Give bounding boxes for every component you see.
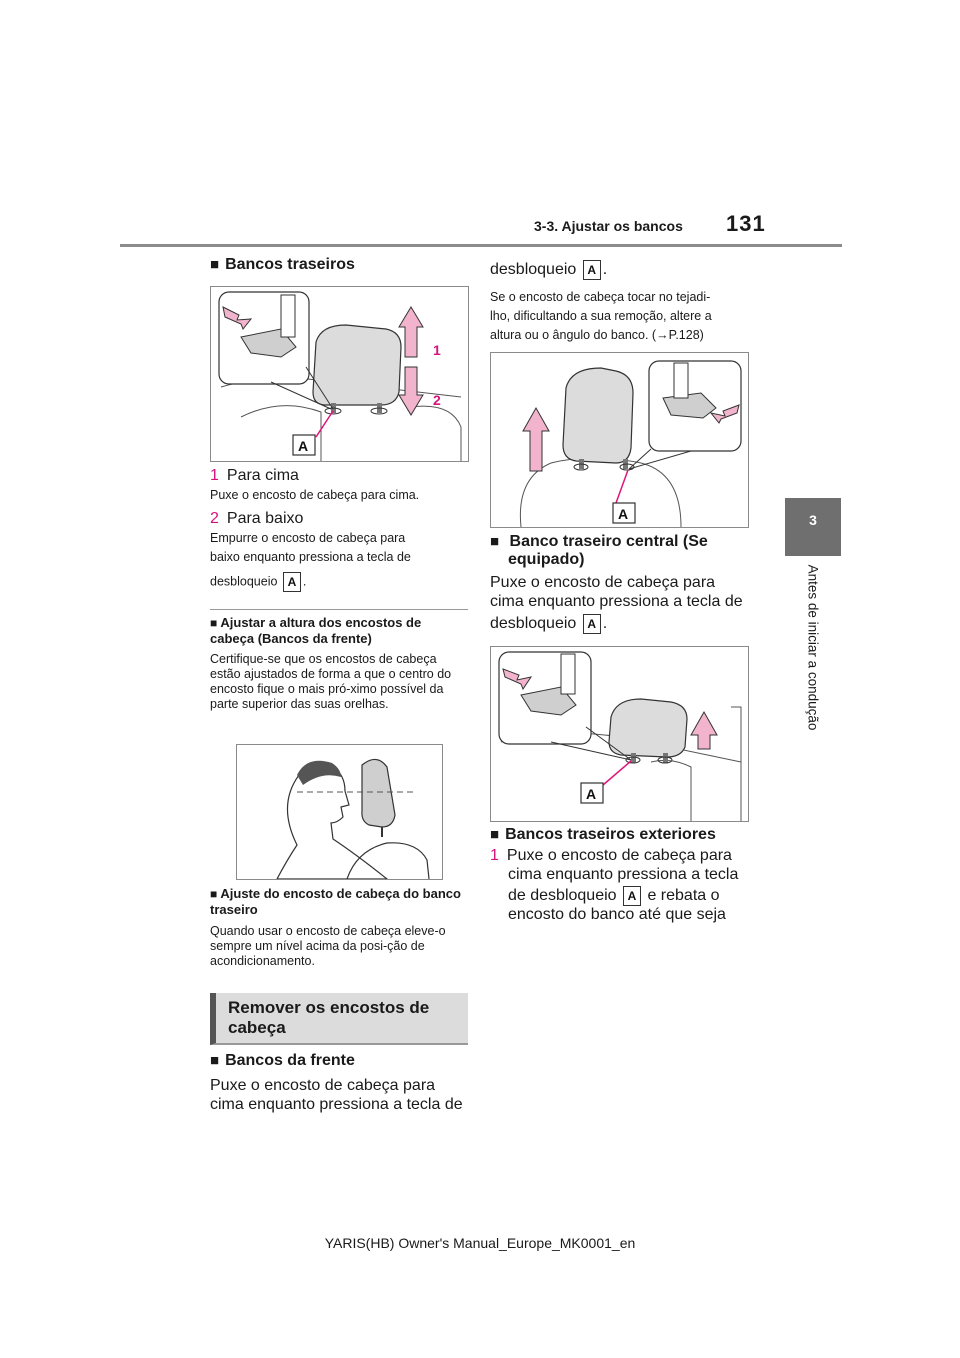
outer-line-4: encosto do banco até que seja — [508, 906, 726, 923]
note-line-2: lho, dificultando a sua remoção, altere … — [490, 309, 712, 323]
front-text-2: cima enquanto pressiona a tecla de — [210, 1096, 463, 1113]
page-number: 131 — [726, 211, 766, 236]
note-line-3: altura ou o ângulo do banco. (→P.128) — [490, 328, 704, 343]
remove-title-line-1: Remover os encostos de — [228, 998, 430, 1017]
outer-unlock: de desbloqueio — [508, 887, 617, 905]
step-down-label: Para baixo — [226, 510, 304, 527]
footer-manual-id: YARIS(HB) Owner's Manual_Europe_MK0001_e… — [324, 1235, 636, 1251]
step-up-desc: Puxe o encosto de cabeça para cima. — [210, 488, 420, 502]
step-up-number: 1 — [210, 467, 219, 484]
step-up: 1 Para cima — [210, 466, 299, 485]
rear-adjust-heading-text: Ajuste do encosto de cabeça do banco tra… — [210, 886, 461, 917]
remove-title-line-2: cabeça — [228, 1018, 286, 1037]
badge-a: A — [582, 614, 601, 634]
center-rear-heading: Banco traseiro central (Se equipado) — [490, 533, 748, 569]
step-down-number: 2 — [210, 510, 219, 527]
figure-rear-headrest-adjust: 1 2 A — [210, 286, 469, 462]
front-seats-heading: Bancos da frente — [210, 1052, 355, 1070]
remove-headrests-title: Remover os encostos de cabeça — [210, 993, 468, 1045]
fig2-callout-a: A — [618, 506, 628, 522]
rear-adjust-heading: ■ Ajuste do encosto de cabeça do banco t… — [210, 886, 461, 917]
continued-end: . — [602, 261, 608, 279]
fig1-label-up: 1 — [433, 342, 441, 358]
continued-unlock: desbloqueio — [490, 261, 577, 279]
figure-head-position — [236, 744, 443, 880]
chapter-title: Antes de iniciar a condução — [805, 564, 821, 731]
note-line-3-text: altura ou o ângulo do banco. ( — [490, 328, 657, 342]
step-up-label: Para cima — [226, 467, 299, 484]
adjust-heading: ■ Ajustar a altura dos encostos de cabeç… — [210, 615, 422, 646]
header-rule — [120, 244, 842, 247]
fig1-label-down: 2 — [433, 392, 441, 408]
rear-adjust-text: Quando usar o encosto de cabeça eleve-o … — [210, 924, 446, 968]
divider — [210, 609, 468, 610]
figure-front-headrest-remove: A — [490, 352, 749, 528]
center-heading-line-1: Banco traseiro central (Se — [509, 533, 708, 550]
outer-line-2: cima enquanto pressiona a tecla — [508, 866, 739, 883]
figure-center-headrest-remove: A — [490, 646, 749, 822]
section-title: 3-3. Ajustar os bancos — [534, 218, 683, 234]
outer-line-3: de desbloqueio A e rebata o — [508, 886, 720, 906]
outer-rear-heading: Bancos traseiros exteriores — [490, 826, 716, 844]
outer-line-1: Puxe o encosto de cabeça para — [506, 847, 732, 864]
adjust-text: Certifique-se que os encostos de cabeça … — [210, 652, 452, 711]
front-text-1: Puxe o encosto de cabeça para — [210, 1077, 436, 1094]
rear-seats-heading: Bancos traseiros — [210, 256, 355, 274]
chapter-tab: 3 — [785, 498, 841, 556]
fig1-callout-a: A — [298, 438, 308, 454]
badge-a: A — [582, 260, 601, 280]
step-down-desc-3: desbloqueio A. — [210, 572, 306, 592]
note-page-ref: →P.128) — [656, 328, 704, 342]
center-text-1: Puxe o encosto de cabeça para — [490, 574, 716, 591]
step-down-desc-1: Empurre o encosto de cabeça para — [210, 531, 406, 545]
center-end: . — [602, 615, 608, 633]
badge-a: A — [282, 572, 301, 592]
badge-a: A — [623, 886, 641, 906]
center-unlock: desbloqueio — [490, 615, 577, 633]
step-down: 2 Para baixo — [210, 509, 303, 528]
outer-step: 1 Puxe o encosto de cabeça para — [490, 846, 732, 865]
fig3-callout-a: A — [586, 786, 596, 802]
unlock-end: . — [302, 574, 307, 589]
center-heading-line-2: equipado) — [508, 551, 585, 568]
unlock-text: desbloqueio — [210, 574, 278, 589]
adjust-heading-text: Ajustar a altura dos encostos de cabeça … — [210, 615, 422, 646]
outer-step-number: 1 — [490, 847, 499, 864]
center-text-3: desbloqueio A. — [490, 614, 607, 634]
outer-fold: e rebata o — [647, 887, 720, 905]
center-text-2: cima enquanto pressiona a tecla de — [490, 593, 743, 610]
continued-text: desbloqueio A. — [490, 260, 607, 280]
step-down-desc-2: baixo enquanto pressiona a tecla de — [210, 550, 411, 564]
note-line-1: Se o encosto de cabeça tocar no tejadi- — [490, 290, 711, 304]
